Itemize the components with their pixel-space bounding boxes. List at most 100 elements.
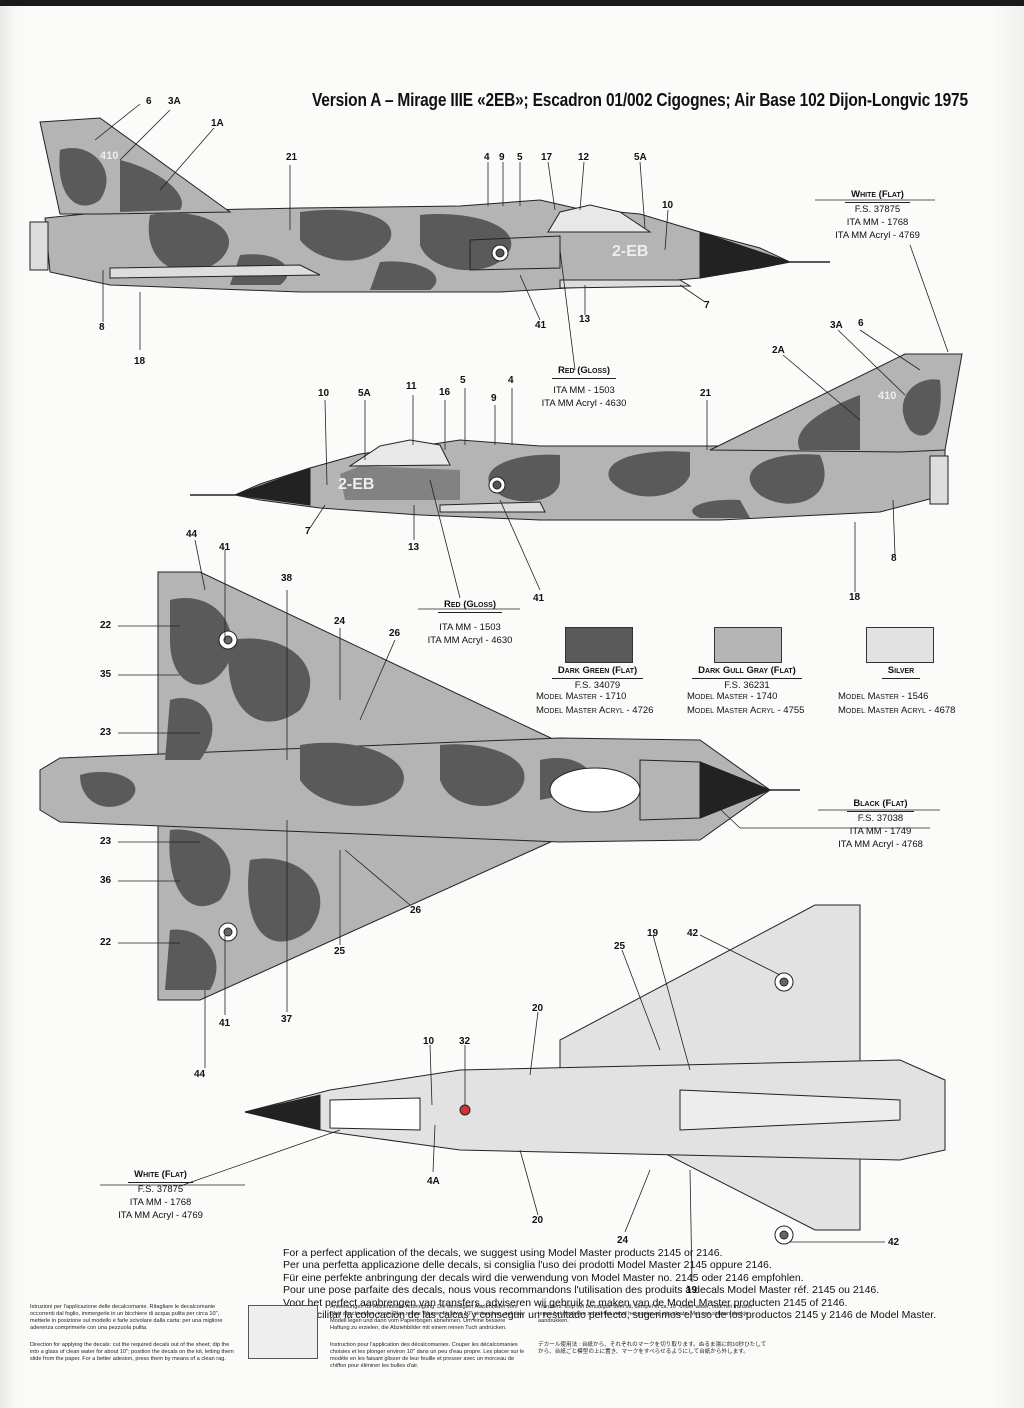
callout-2a: 2A xyxy=(772,345,785,356)
callout-26: 26 xyxy=(389,628,401,639)
callout-37: 37 xyxy=(281,1014,293,1025)
instruction-en: For a perfect application of the decals,… xyxy=(283,1247,723,1259)
swatch-dark-gull-gray xyxy=(714,627,782,663)
paint-mm-acryl: Model Master Acryl - 4726 xyxy=(536,705,654,716)
paint-fs: F.S. 37875 xyxy=(854,204,901,215)
callout-19: 19 xyxy=(686,1285,698,1296)
fine-print-de: Anweisungen für Abziehbilder-Anbringung:… xyxy=(330,1304,523,1331)
decal-application-diagram xyxy=(248,1305,318,1359)
paint-silver: Silver xyxy=(846,664,956,679)
paint-ita-acryl: ITA MM Acryl - 4769 xyxy=(835,230,920,241)
callout-9: 9 xyxy=(491,393,497,404)
callout-5: 5 xyxy=(517,152,523,163)
tail-code-right: 410 xyxy=(878,390,897,402)
top-view xyxy=(39,571,800,1001)
instruction-nl: Voor het perfect aanbrengen van transfer… xyxy=(283,1296,848,1309)
paint-fs: F.S. 37875 xyxy=(137,1184,184,1195)
fine-print-nl: Transfers: knip het benodigde deel uit, … xyxy=(538,1304,753,1324)
instruction-it: Per una perfetta applicazione delle deca… xyxy=(283,1259,772,1272)
callout-25: 25 xyxy=(614,941,626,952)
callout-32: 32 xyxy=(459,1036,471,1047)
callout-4a: 4A xyxy=(427,1176,440,1187)
instruction-es: Para facilitar la colocacion de las calc… xyxy=(283,1309,937,1322)
callout-36: 36 xyxy=(100,875,112,886)
fine-print-fr: Instruction pour l'application des décal… xyxy=(330,1342,525,1369)
callout-19: 19 xyxy=(647,928,659,939)
callout-7: 7 xyxy=(704,300,710,311)
callout-38: 38 xyxy=(281,573,293,584)
callout-21: 21 xyxy=(286,152,298,163)
paint-black: Black (Flat) F.S. 37038 ITA MM - 1749 IT… xyxy=(818,797,943,851)
callout-21: 21 xyxy=(700,388,712,399)
callout-5a: 5A xyxy=(358,388,371,399)
paint-ita: ITA MM - 1768 xyxy=(846,217,909,228)
paint-name: Red (Gloss) xyxy=(438,598,502,613)
bottom-view xyxy=(244,904,946,1245)
callout-20: 20 xyxy=(532,1003,544,1014)
callout-7: 7 xyxy=(305,526,311,537)
callout-24: 24 xyxy=(334,616,346,627)
fine-print-jp: デカール使用法 : 台紙から、それぞれのマークを切り取ります。ぬるま湯に約10秒… xyxy=(538,1342,767,1355)
paint-ita: ITA MM - 1503 xyxy=(553,385,615,396)
paint-name: Black (Flat) xyxy=(847,797,914,812)
callout-23: 23 xyxy=(100,836,112,847)
callout-25: 25 xyxy=(334,946,346,957)
paint-ita-acryl: ITA MM Acryl - 4630 xyxy=(541,398,627,409)
paint-mm: Model Master - 1740 xyxy=(687,691,778,702)
callout-6: 6 xyxy=(858,318,864,329)
paint-fs: F.S. 36231 xyxy=(724,680,770,691)
callout-41: 41 xyxy=(219,1018,231,1029)
callout-44: 44 xyxy=(194,1069,206,1080)
callout-23: 23 xyxy=(100,727,112,738)
paint-dark-gull-gray: Dark Gull Gray (Flat) F.S. 36231 xyxy=(683,664,811,692)
scan-edge xyxy=(0,0,1024,6)
callout-17: 17 xyxy=(541,152,553,163)
side-view-left-profile xyxy=(29,117,830,293)
paint-name: Red (Gloss) xyxy=(552,364,616,379)
callout-3a: 3A xyxy=(830,320,843,331)
paint-mm-acryl: Model Master Acryl - 4755 xyxy=(687,705,805,716)
paint-fs: F.S. 37038 xyxy=(857,813,904,824)
callout-41: 41 xyxy=(535,320,547,331)
fine-print-en: Direction for applying the decals: cut t… xyxy=(30,1342,234,1362)
paint-fs: F.S. 34079 xyxy=(574,680,621,691)
paint-red-2: Red (Gloss) ITA MM - 1503 ITA MM Acryl -… xyxy=(415,598,525,647)
callout-4: 4 xyxy=(484,152,490,163)
fuselage-code-right: 2-EB xyxy=(338,476,375,493)
callout-10: 10 xyxy=(318,388,330,399)
callout-8: 8 xyxy=(99,322,105,333)
callout-12: 12 xyxy=(578,152,590,163)
callout-1a: 1A xyxy=(211,118,224,129)
callout-13: 13 xyxy=(579,314,591,325)
instruction-fr: Pour une pose parfaite des decals, nous … xyxy=(283,1284,880,1297)
fine-print-it: Istruzioni per l'applicazione delle deca… xyxy=(30,1304,223,1331)
swatch-silver xyxy=(866,627,934,663)
paint-ita: ITA MM - 1749 xyxy=(849,826,912,837)
paint-white-top: White (Flat) F.S. 37875 ITA MM - 1768 IT… xyxy=(815,188,940,242)
callout-41: 41 xyxy=(533,593,545,604)
callout-42: 42 xyxy=(888,1237,900,1248)
callout-9: 9 xyxy=(499,152,505,163)
callout-11: 11 xyxy=(406,381,417,392)
callout-10: 10 xyxy=(423,1036,435,1047)
paint-mm: Model Master - 1710 xyxy=(536,691,627,702)
callout-24: 24 xyxy=(617,1235,629,1246)
paint-ita-acryl: ITA MM Acryl - 4768 xyxy=(838,839,923,850)
instruction-de: Für eine perfekte anbringung der decals … xyxy=(283,1271,804,1284)
paint-mm-acryl: Model Master Acryl - 4678 xyxy=(838,705,956,716)
callout-41: 41 xyxy=(219,542,231,553)
callout-4: 4 xyxy=(508,375,514,386)
paint-ita: ITA MM - 1503 xyxy=(439,622,501,633)
paint-name: Silver xyxy=(881,664,921,679)
callout-22: 22 xyxy=(100,937,112,948)
callout-18: 18 xyxy=(134,356,146,367)
paint-red-1: Red (Gloss) ITA MM - 1503 ITA MM Acryl -… xyxy=(534,364,634,410)
callout-20: 20 xyxy=(532,1215,544,1226)
paint-name: Dark Gull Gray (Flat) xyxy=(692,664,802,679)
tail-code-left: 410 xyxy=(100,150,119,162)
callout-35: 35 xyxy=(100,669,112,680)
page-title: Version A – Mirage IIIE «2EB»; Escadron … xyxy=(312,90,968,110)
paint-mm: Model Master - 1546 xyxy=(838,691,929,702)
paint-dark-green: Dark Green (Flat) F.S. 34079 xyxy=(535,664,660,692)
